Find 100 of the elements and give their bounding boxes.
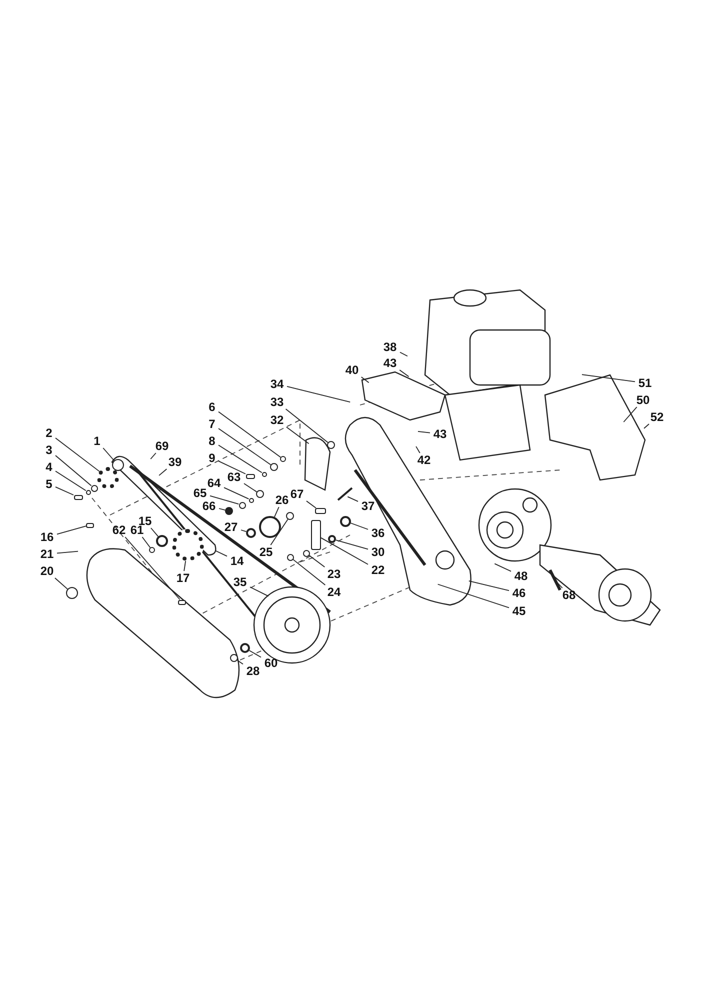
round-part: [86, 490, 90, 494]
round-part: [240, 643, 250, 653]
callout-number: 35: [233, 576, 247, 588]
callout-number: 52: [650, 411, 664, 423]
callout-number: 68: [562, 589, 576, 601]
leader-line: [399, 370, 410, 378]
callout-number: 69: [155, 440, 169, 452]
leader-line: [124, 536, 180, 600]
callout-number: 43: [433, 428, 447, 440]
callout-number: 8: [208, 435, 216, 447]
round-part: [328, 535, 336, 543]
leader-line: [360, 376, 370, 384]
callout-number: 5: [46, 478, 52, 490]
leader-line: [54, 578, 68, 590]
round-part: [248, 498, 254, 502]
leader-line: [335, 540, 368, 550]
callout-number: 62: [112, 524, 126, 536]
callout-number: 28: [246, 665, 260, 677]
leader-line: [236, 660, 244, 665]
leader-line: [494, 563, 512, 572]
callout-number: 16: [40, 531, 54, 543]
leader-line: [184, 560, 186, 572]
round-part: [270, 463, 278, 471]
leader-line: [150, 452, 156, 460]
callout-number: 43: [383, 357, 397, 369]
callout-number: 23: [327, 568, 341, 580]
leader-line: [218, 444, 262, 474]
leader-line: [218, 411, 282, 458]
round-part: [302, 550, 310, 556]
leader-line: [56, 526, 86, 535]
callout-number: 6: [208, 401, 216, 413]
leader-line: [400, 352, 408, 357]
callout-number: 67: [290, 488, 304, 500]
callout-number: 39: [168, 456, 182, 468]
callout-number: 42: [417, 454, 431, 466]
round-part: [156, 535, 168, 547]
callout-number: 36: [371, 527, 385, 539]
callout-number: 37: [361, 500, 375, 512]
round-part: [340, 516, 350, 526]
leader-line: [55, 438, 100, 472]
callout-number: 7: [208, 418, 216, 430]
callout-number: 46: [512, 587, 526, 599]
callout-number: 2: [46, 427, 52, 439]
callout-number: 65: [193, 487, 207, 499]
round-part: [149, 547, 155, 553]
leader-line: [308, 554, 326, 568]
leader-line: [248, 650, 262, 658]
part-block: [86, 522, 94, 528]
leader-line: [218, 428, 272, 466]
leader-line: [150, 528, 159, 537]
leader-line: [418, 431, 430, 434]
callout-number: 66: [202, 500, 216, 512]
leader-line: [286, 426, 310, 444]
leader-line: [306, 500, 316, 508]
callout-number: 4: [46, 461, 52, 473]
leader-line: [350, 522, 368, 530]
leader-line: [468, 580, 510, 592]
leader-line: [347, 496, 358, 502]
callout-number: 9: [208, 452, 216, 464]
leader-line: [224, 487, 250, 500]
round-part: [66, 587, 78, 599]
callout-number: 3: [46, 444, 52, 456]
round-part: [262, 472, 266, 476]
round-part: [256, 490, 264, 498]
part-block: [314, 508, 326, 514]
callout-number: 20: [40, 565, 54, 577]
callout-number: 14: [230, 555, 244, 567]
callout-number: 24: [327, 586, 341, 598]
leader-line: [250, 586, 269, 597]
leader-line: [292, 558, 326, 586]
leader-line: [158, 468, 168, 476]
leader-line: [210, 495, 240, 504]
leader-line: [55, 455, 92, 486]
callout-number: 60: [264, 657, 278, 669]
callout-number: 21: [40, 548, 54, 560]
callout-number: 63: [227, 471, 241, 483]
callout-number: 38: [383, 341, 397, 353]
callout-number: 64: [207, 477, 221, 489]
leader-line: [55, 486, 74, 496]
leader-line: [218, 460, 246, 474]
callout-number: 61: [130, 524, 144, 536]
leader-line: [623, 406, 638, 422]
callout-number: 22: [371, 564, 385, 576]
leader-line: [218, 508, 226, 510]
leader-line: [320, 537, 368, 565]
callout-number: 51: [638, 377, 652, 389]
round-part: [90, 484, 98, 492]
part-block: [178, 600, 186, 604]
callout-number: 34: [270, 378, 284, 390]
callout-number: 40: [345, 364, 359, 376]
round-part: [238, 502, 246, 508]
callout-number: 26: [275, 494, 289, 506]
leader-line: [142, 536, 151, 548]
leader-line: [437, 584, 510, 608]
callout-number: 45: [512, 605, 526, 617]
callout-number: 1: [94, 435, 100, 447]
round-part: [259, 516, 281, 538]
callout-number: 15: [138, 515, 152, 527]
leader-line: [644, 424, 650, 429]
leader-line: [582, 374, 636, 382]
